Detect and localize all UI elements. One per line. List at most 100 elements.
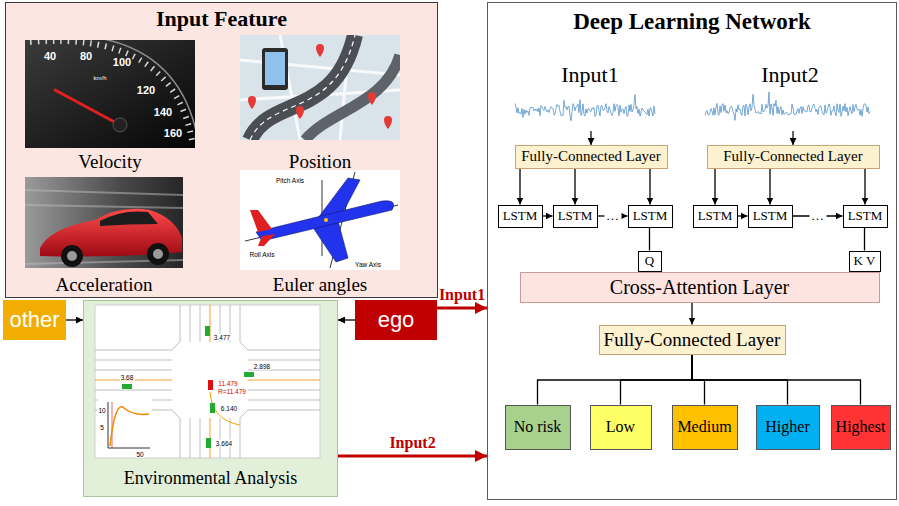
vehicle-value: 2.898 (253, 363, 271, 370)
vehicle-value: 3.664 (215, 440, 233, 447)
vehicle-value: 6.140 (220, 405, 238, 412)
lstm-cell: LSTM (553, 205, 598, 228)
box-label: LSTM (753, 209, 788, 224)
vehicle-value: R=11.479 (217, 388, 247, 395)
intersection-plot (180, 305, 240, 458)
intersection-plot (206, 438, 211, 448)
vehicle-value: 3.68 (120, 374, 135, 381)
speedometer-photo (30, 40, 195, 146)
connector (691, 303, 692, 325)
map-photo (384, 116, 392, 129)
box-label: Fully-Connected Layer (521, 148, 661, 165)
intersection-plot (210, 403, 215, 413)
airplane-axes (258, 234, 275, 246)
box-label: LSTM (558, 209, 593, 224)
connector (338, 455, 487, 458)
box-label: Fully-Connected Layer (604, 329, 781, 351)
intersection-plot (95, 305, 320, 458)
airplane-axes (318, 178, 360, 218)
gauge-number: 140 (154, 106, 172, 118)
map-photo (240, 35, 400, 140)
query-box: Q (638, 251, 662, 272)
box-label: LSTM (633, 209, 668, 224)
car-photo (153, 249, 163, 259)
signal-arrows (591, 131, 793, 145)
risk-level-box: Highest (831, 405, 891, 450)
connector (437, 307, 487, 310)
environment-panel: Environmental Analysis (83, 300, 338, 497)
box-label: Q (645, 254, 654, 269)
connector (864, 228, 865, 251)
map-photo (248, 96, 256, 109)
connector (338, 319, 355, 320)
tick-label: 50 (135, 451, 144, 458)
intersection-plot (110, 407, 149, 446)
axis-name: Roll Axis (249, 251, 276, 258)
map-photo (240, 35, 400, 140)
airplane-axes (250, 210, 272, 232)
signal-arrows (590, 131, 591, 145)
signal-waveform (515, 92, 870, 121)
connector (649, 169, 650, 205)
fc-layer-box: Fully-Connected Layer (707, 145, 880, 169)
panel-title: Deep Learning Network (573, 9, 811, 35)
map-photo (250, 35, 355, 140)
risk-level-box: Medium (672, 405, 738, 450)
car-photo (147, 243, 169, 265)
gauge-number: 100 (113, 56, 131, 68)
intersection-plot (208, 380, 213, 390)
connector (769, 169, 770, 205)
box-label: K V (854, 254, 876, 269)
cross-attention-box: Cross-Attention Layer (520, 272, 880, 303)
map-photo (305, 55, 400, 140)
image-caption: Position (289, 151, 351, 173)
map-photo (240, 35, 400, 140)
speedometer-photo (55, 90, 120, 125)
airplane-axes (256, 201, 394, 241)
connector (649, 228, 650, 251)
intersection-plot (95, 305, 320, 458)
input-heading: Input2 (761, 62, 818, 88)
vehicle-value: 11.479 (217, 380, 238, 387)
connector (738, 215, 748, 216)
signal-arrows (792, 131, 793, 145)
connector (864, 169, 865, 205)
box-label: LSTM (503, 209, 538, 224)
tick-label: 5 (99, 424, 105, 431)
network-panel: Deep Learning NetworkFully-Connected Lay… (487, 2, 897, 500)
map-photo (250, 35, 355, 140)
lstm-cell: LSTM (498, 205, 543, 228)
connector (692, 355, 861, 405)
intersection-plot (244, 372, 254, 377)
lstm-cell: LSTM (748, 205, 793, 228)
image-caption: Euler angles (273, 274, 367, 296)
box-label: Medium (677, 418, 731, 436)
input-heading: Input1 (561, 62, 618, 88)
box-label: other (9, 307, 59, 332)
car-photo (25, 177, 183, 268)
risk-level-box: Higher (756, 405, 820, 450)
gauge-unit: km/h (93, 75, 106, 81)
car-photo (25, 177, 183, 268)
connector (66, 319, 83, 320)
car-photo (100, 211, 158, 226)
box-label: Highest (836, 418, 886, 436)
connector (692, 355, 705, 405)
gauge-number: 40 (44, 50, 56, 62)
image-caption: Velocity (78, 151, 141, 173)
lstm-cell: LSTM (843, 205, 888, 228)
gauge-number: 160 (164, 127, 182, 139)
intersection-plot (98, 398, 152, 456)
connector-label: Input1 (437, 286, 487, 304)
connector (621, 355, 693, 405)
airplane-axes (245, 205, 398, 241)
connector (692, 355, 788, 405)
box-label: Low (606, 418, 635, 436)
vehicle-value: 3.477 (213, 334, 231, 341)
speedometer-photo (25, 40, 195, 148)
lstm-cell: LSTM (628, 205, 673, 228)
signal-waveform (705, 92, 870, 120)
box-label: Higher (765, 418, 809, 436)
risk-level-box: Low (590, 405, 652, 450)
fc-layer-box: Fully-Connected Layer (515, 145, 668, 169)
